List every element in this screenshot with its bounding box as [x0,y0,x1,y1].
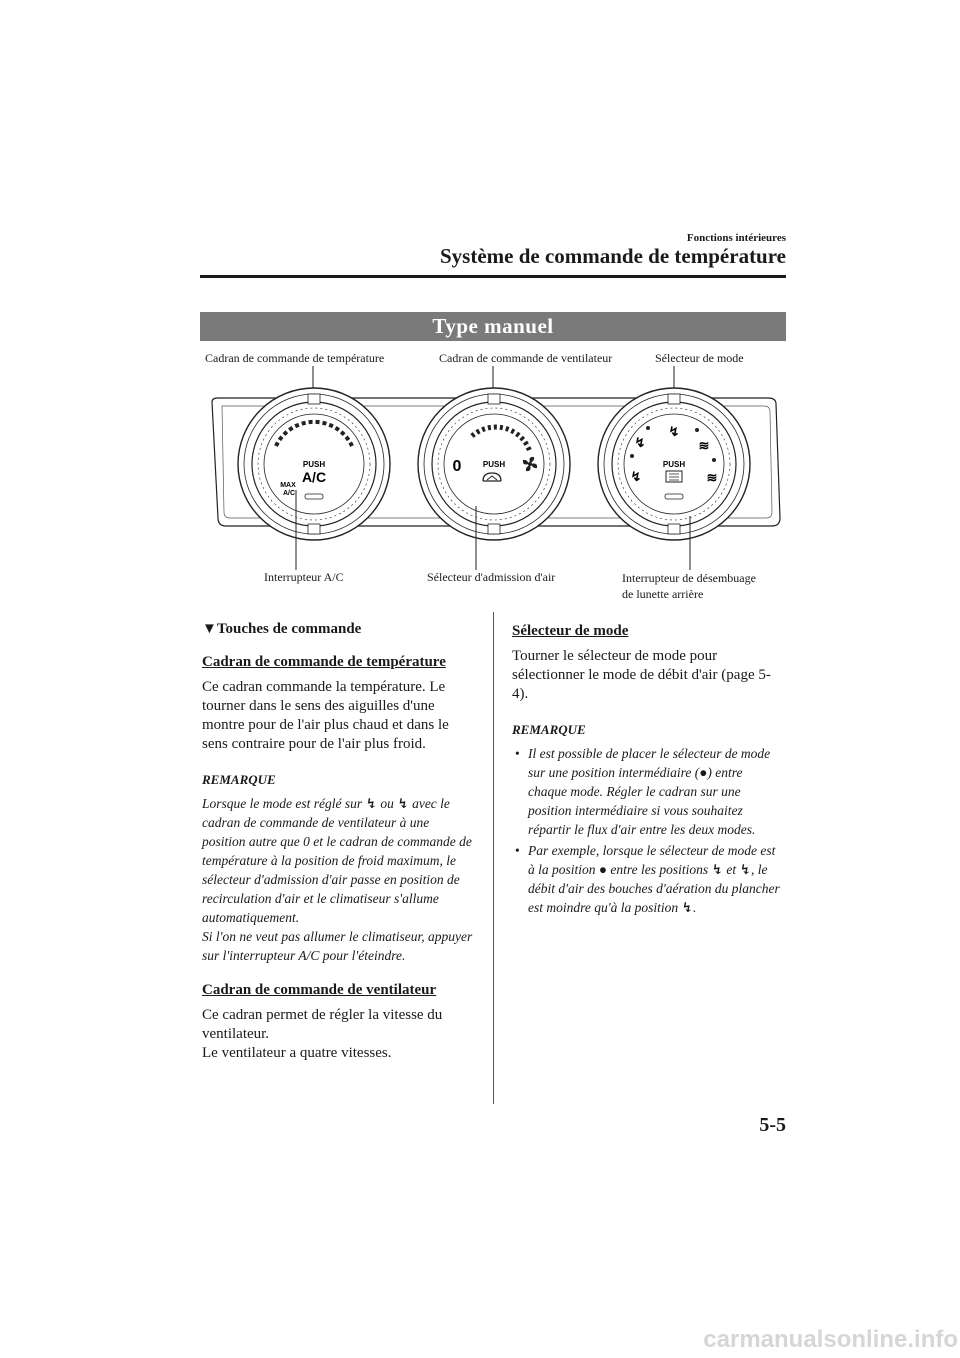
fan-icon [522,456,538,472]
temperature-dial-heading: Cadran de commande de température [202,654,446,670]
remark-bullet-1: • Il est possible de placer le sélecteur… [515,746,771,837]
fan-knob: 0 PUSH [417,387,571,541]
face-mode-icon: ↯ [635,435,646,450]
callout-mode-selector: Sélecteur de mode [655,351,744,365]
max-ac-label: A/C [283,490,295,497]
remark-title: REMARQUE [512,722,586,737]
remark-bullet-2: • Par exemple, lorsque le sélecteur de m… [515,843,780,915]
controls-heading: ▼Touches de commande [202,621,362,637]
mode-selector-text: Tourner le sélecteur de mode pour sélect… [512,648,771,702]
intermediate-dot-icon: ● [598,862,608,877]
floor-mode-icon: ↯ [681,900,693,915]
section-subtitle: Fonctions intérieures [686,232,786,244]
floor-defrost-mode-icon: ↯ [397,796,409,811]
recirculation-icon [482,472,502,482]
rear-defroster-icon [669,473,679,481]
defroster-mode-icon: ≋ [707,470,718,485]
temperature-knob: PUSH A/C MAX A/C [237,387,391,541]
fan-dial-text-2: Le ventilateur a quatre vitesses. [202,1045,392,1061]
callout-temperature-dial: Cadran de commande de température [205,351,385,365]
remark-title: REMARQUE [202,772,276,787]
floor-defrost-mode-icon: ≋ [699,438,710,453]
header-rule [200,275,786,278]
floor-mode-icon: ↯ [365,796,377,811]
push-label: PUSH [303,460,325,469]
triangle-icon: ▼ [202,621,217,637]
floor-mode-icon: ↯ [711,862,724,877]
push-label: PUSH [483,460,505,469]
remark-text-2: Si l'on ne veut pas allumer le climatise… [202,929,473,963]
page-title: Système de commande de température [439,244,786,268]
column-divider [493,612,494,1104]
ac-label: A/C [302,469,326,485]
callout-ac-switch: Interrupteur A/C [264,570,344,584]
remark-text: Lorsque le mode est réglé sur ↯ ou ↯ ave… [202,796,472,925]
callout-rear-defroster: Interrupteur de désembuage [622,571,756,585]
callout-fan-dial: Cadran de commande de ventilateur [439,351,613,365]
callout-rear-defroster-line2: de lunette arrière [622,587,704,601]
fan-dial-heading: Cadran de commande de ventilateur [202,982,437,998]
fan-zero-label: 0 [453,458,462,475]
mode-knob: ↯ ↯ ↯ ≋ ≋ PUSH [597,387,751,541]
push-label: PUSH [663,460,685,469]
page-number: 5-5 [759,1114,786,1136]
fan-dial-text: Ce cadran permet de régler la vitesse du… [202,1007,443,1042]
right-column: Sélecteur de mode Tourner le sélecteur d… [512,622,784,917]
max-label: MAX [280,482,296,489]
climate-control-panel-diagram: PUSH A/C MAX A/C 0 PUSH [211,366,781,570]
floor-defrost-mode-icon: ↯ [739,862,752,877]
floor-mode-icon: ↯ [631,469,642,484]
mode-selector-heading: Sélecteur de mode [512,623,629,639]
section-banner: Type manuel [200,312,786,341]
temperature-dial-text: Ce cadran commande la température. Le to… [202,679,449,752]
intermediate-dot-icon: ● [699,765,708,780]
watermark: carmanualsonline.info [703,1326,958,1353]
left-column: ▼Touches de commande Cadran de commande … [202,620,474,1063]
bilevel-mode-icon: ↯ [669,424,680,439]
callout-air-intake-selector: Sélecteur d'admission d'air [427,570,556,584]
